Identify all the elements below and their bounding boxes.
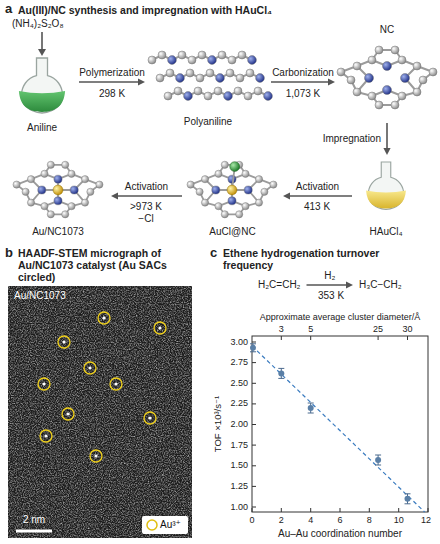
legend-label: Au³⁺: [160, 519, 181, 531]
condition-label: 353 K: [318, 290, 344, 302]
aucl-nc-fragment: [187, 161, 277, 218]
data-points: [250, 345, 411, 502]
legend-box: [142, 516, 188, 534]
aniline-flask: [19, 58, 65, 113]
tick-label: 8: [367, 515, 372, 526]
condition-label: 1,073 K: [286, 88, 320, 100]
axis-title: TOF ×10³/s⁻¹: [212, 396, 223, 452]
axis-title: Au–Au coordination number: [278, 528, 402, 540]
tick-label: 2: [279, 515, 284, 526]
tick-label: 1.50: [230, 460, 248, 471]
legend-circle: [147, 520, 157, 530]
tick-label: 3: [279, 324, 284, 335]
edge-label: H₂: [324, 270, 335, 282]
scale-bar: [16, 530, 52, 533]
edge-label: Activation: [125, 181, 168, 193]
reagent-label: (NH₄)₂S₂O₈: [12, 18, 64, 30]
tick-label: 10: [394, 515, 404, 526]
edge-label: Activation: [296, 181, 339, 193]
au-nc-fragment: [13, 161, 103, 218]
tick-label: 2.00: [230, 419, 248, 430]
node-label: HAuCl₄: [370, 226, 403, 238]
edge-label: Polymerization: [79, 67, 145, 79]
node-label: H₃C−CH₂: [359, 279, 402, 291]
error-bars: [250, 344, 411, 504]
process-arrow: [111, 192, 182, 199]
node-label: NC: [380, 24, 394, 36]
tick-label: 1.25: [230, 481, 248, 492]
step-node: Aniline: [8, 52, 76, 134]
panel-letter: b: [5, 245, 13, 261]
process-arrow: [271, 78, 335, 85]
tick-label: 0: [249, 515, 254, 526]
edge-label: Carbonization: [272, 67, 334, 79]
tick-label: 4: [308, 515, 313, 526]
process-arrow: [383, 123, 390, 155]
step-node: Au/NC1073: [8, 150, 108, 238]
tick-label: 25: [373, 324, 383, 335]
process-arrow: [283, 192, 352, 199]
tick-label: 5: [308, 324, 313, 335]
tick-label: 2.75: [230, 357, 248, 368]
step-node: HAuCl₄: [355, 158, 417, 238]
scale-label: 2 nm: [23, 514, 45, 526]
tick-label: 2.50: [230, 378, 248, 389]
step-node: NC: [338, 24, 436, 120]
reagent-arrow: [38, 32, 46, 56]
node-label: Polyaniline: [184, 116, 232, 128]
step-node: Polyaniline: [148, 38, 268, 128]
tick-label: 30: [402, 324, 412, 335]
panel-letter: c: [210, 245, 217, 261]
tick-label: 6: [337, 515, 342, 526]
node-label: Aniline: [27, 122, 57, 134]
micrograph: [8, 286, 192, 538]
sac-circles: [38, 312, 166, 462]
panel-letter: a: [5, 1, 12, 17]
panel-title: Au(III)/NC synthesis and impregnation wi…: [18, 4, 272, 17]
tick-label: 1.00: [230, 502, 248, 513]
step-node: AuCl@NC: [185, 150, 280, 238]
tick-label: 3.00: [230, 337, 248, 348]
tick-label: 12: [421, 515, 431, 526]
panel-title: Ethene hydrogenation turnover frequency: [223, 247, 408, 271]
axis-title: Approximate average cluster diameter/Å: [260, 312, 421, 323]
nc-fragment: [337, 46, 437, 109]
node-label: H₂C=CH₂: [258, 279, 301, 291]
condition-label: 298 K: [99, 88, 125, 100]
edge-label: Impregnation: [323, 133, 381, 145]
process-arrow: [79, 78, 145, 85]
sac-atoms: [42, 316, 161, 457]
image-label: Au/NC1073: [14, 290, 66, 302]
node-label: AuCl@NC: [209, 226, 255, 238]
process-arrow: [307, 281, 354, 288]
step-node: H₃C−CH₂: [356, 278, 405, 292]
step-node: H₂C=CH₂: [255, 278, 304, 292]
polyaniline-chains: [148, 51, 272, 100]
tick-label: 1.75: [230, 440, 248, 451]
condition-label: 413 K: [304, 201, 330, 213]
panel-title: HAADF-STEM micrograph of Au/NC1073 catal…: [18, 247, 188, 283]
node-label: Au/NC1073: [32, 226, 84, 238]
condition-label: >973 K: [130, 201, 162, 213]
haucl4-flask: [366, 162, 406, 210]
tick-label: 2.25: [230, 398, 248, 409]
fit-line: [252, 346, 425, 512]
plot-frame: [252, 336, 428, 512]
condition-label: −Cl: [138, 213, 153, 225]
